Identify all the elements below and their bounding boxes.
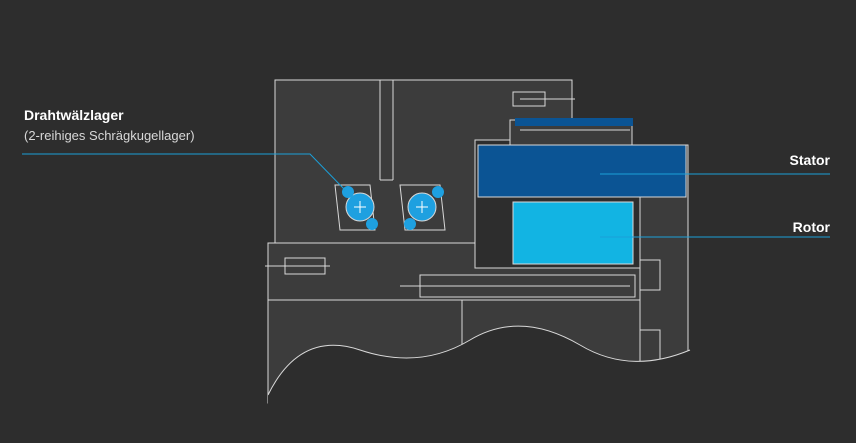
stator-top-strip — [515, 118, 633, 126]
leader-lines — [22, 153, 830, 238]
rotor-label: Rotor — [792, 219, 830, 235]
bearing-subtitle: (2-reihiges Schrägkugellager) — [24, 128, 195, 143]
bearing-leader-line — [22, 153, 346, 191]
bearing-right — [399, 184, 446, 231]
rotor — [512, 201, 634, 265]
stator — [477, 144, 687, 198]
bearing-left — [334, 184, 378, 231]
housing-details — [265, 80, 661, 371]
bearing-title: Drahtwälzlager — [24, 107, 124, 123]
stator-label: Stator — [789, 152, 830, 168]
section-break-wave — [267, 325, 691, 405]
